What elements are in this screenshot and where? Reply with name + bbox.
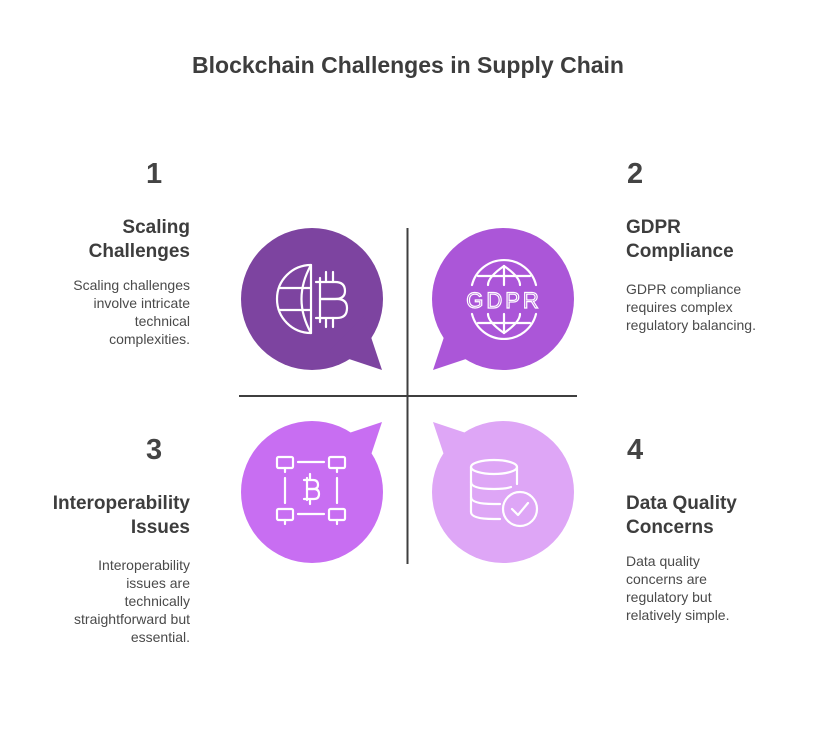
quadrant-3-description: Interoperability issues are technically … xyxy=(74,557,190,645)
database-check-icon xyxy=(469,458,539,528)
quadrant-3-heading: Interoperability Issues xyxy=(52,493,190,538)
quadrant-4-number: 4 xyxy=(627,434,644,466)
quadrant-4-heading: Data Quality Concerns xyxy=(626,493,737,538)
quadrant-2-bubble: GDPR xyxy=(432,228,574,370)
globe-bitcoin-icon xyxy=(275,263,349,335)
network-bitcoin-icon xyxy=(275,455,347,526)
quadrant-1-description: Scaling challenges involve intricate tec… xyxy=(73,277,190,347)
quadrant-1-number: 1 xyxy=(146,158,163,190)
quadrant-1-heading: Scaling Challenges xyxy=(88,217,190,262)
quadrant-3-bubble xyxy=(241,421,383,563)
quadrant-2-number: 2 xyxy=(627,158,644,190)
quadrant-3-number: 3 xyxy=(146,434,163,466)
gdpr-icon-text: GDPR xyxy=(466,288,542,313)
quadrant-2-heading: GDPR Compliance xyxy=(626,217,734,262)
quadrant-2-description: GDPR compliance requires complex regulat… xyxy=(626,281,756,333)
diagram-title: Blockchain Challenges in Supply Chain xyxy=(192,52,624,78)
quadrant-4-bubble xyxy=(432,421,574,563)
quadrant-4-description: Data quality concerns are regulatory but… xyxy=(626,553,730,623)
quadrant-1-bubble xyxy=(241,228,383,370)
globe-gdpr-icon xyxy=(470,259,538,340)
